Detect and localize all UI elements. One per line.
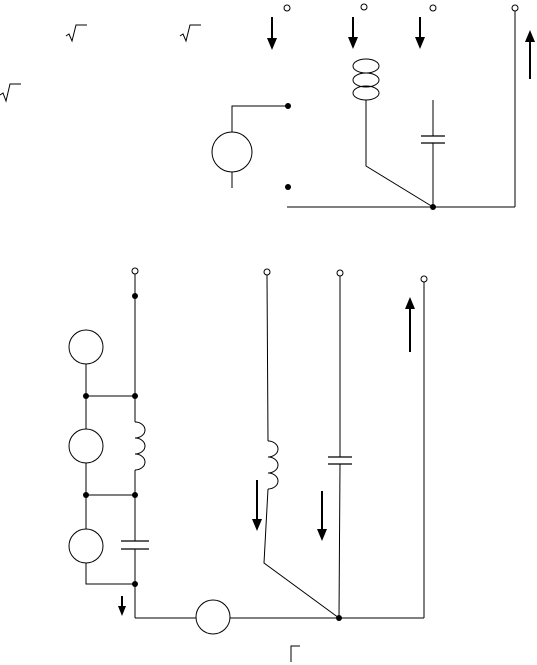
sqrt-symbol-3 (0, 83, 21, 103)
top-current-arrow-b (348, 17, 358, 49)
bottom-current-arrow-up (405, 297, 415, 352)
top-inductor (352, 58, 380, 101)
bottom-terminal-d (420, 275, 428, 283)
sqrt-symbol-1 (65, 24, 87, 43)
bottom-voltage-source-2 (68, 428, 104, 464)
top-terminal-d (511, 4, 519, 12)
bottom-current-arrow-left (118, 596, 126, 616)
bottom-terminal-b (263, 268, 271, 276)
top-node-2 (285, 184, 291, 190)
bottom-inductor-left (134, 396, 146, 495)
bottom-circuit (68, 267, 428, 635)
top-circuit (211, 3, 535, 210)
top-node-1 (285, 103, 291, 109)
top-current-arrow-c (415, 17, 425, 49)
top-terminal-a (283, 4, 291, 12)
bottom-capacitor-mid (328, 276, 352, 619)
bottom-current-arrow-mid-1 (252, 480, 262, 531)
top-capacitor (421, 100, 445, 207)
bottom-inductor-mid (263, 274, 340, 619)
top-current-arrow-d (525, 30, 535, 79)
bottom-voltage-source-4 (195, 599, 231, 635)
bottom-terminal-a (131, 267, 139, 275)
sqrt-symbol-2 (179, 24, 201, 43)
bottom-voltage-source-1 (68, 329, 104, 365)
bottom-terminal-c (336, 269, 344, 277)
bottom-node-l1 (83, 393, 89, 399)
bracket-symbol (290, 645, 300, 662)
top-current-arrow-a (267, 17, 277, 50)
bottom-current-arrow-mid-2 (317, 491, 327, 541)
top-common-node (430, 204, 436, 210)
top-voltage-source (211, 131, 253, 173)
bottom-node-l2 (83, 492, 89, 498)
bottom-capacitor-left (121, 495, 149, 618)
bottom-node-top (132, 293, 138, 299)
top-terminal-c (429, 4, 437, 12)
bottom-voltage-source-3 (68, 528, 104, 564)
top-terminal-b (360, 3, 368, 11)
